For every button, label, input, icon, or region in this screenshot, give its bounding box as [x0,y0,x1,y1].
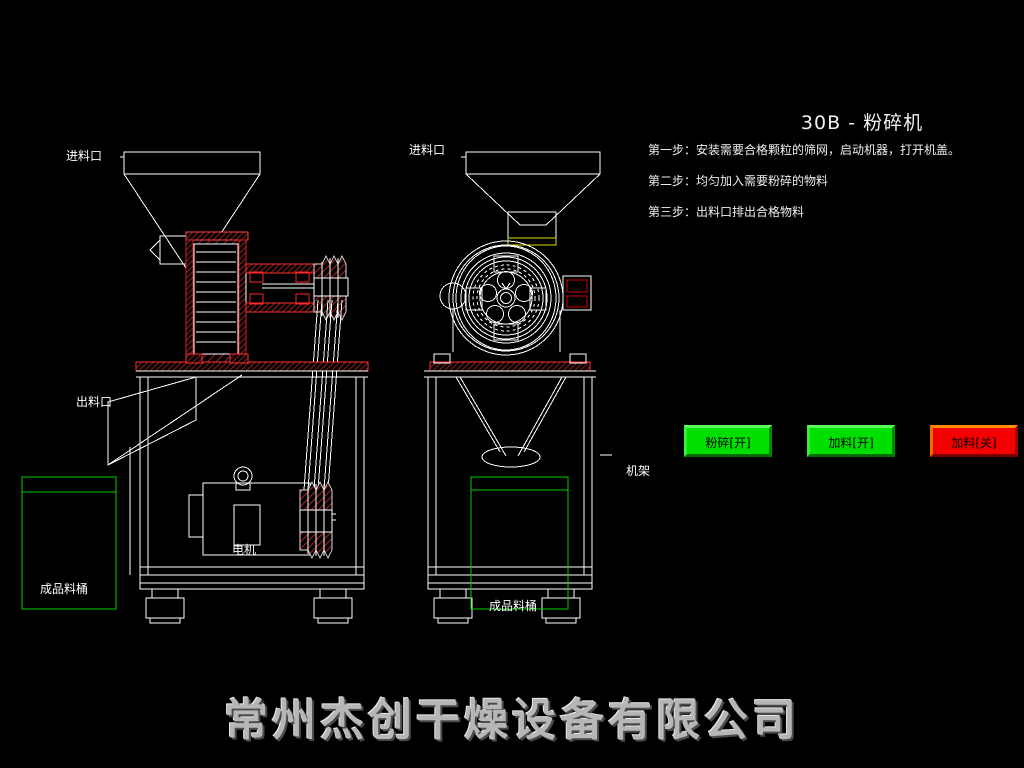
company-watermark: 常州杰创干燥设备有限公司 [224,695,800,746]
front-base-legs [427,574,593,624]
front-grinder-housing [439,240,564,356]
instruction-step-1: 第一步：安装需要合格颗粒的筛网，启动机器，打开机盖。 [648,143,961,157]
side-drive-belts [303,299,343,491]
page-title: 30B - 粉碎机 [800,112,924,134]
front-housing-supports [452,309,561,352]
side-grinding-chamber [185,231,249,363]
front-product-bucket [470,476,569,610]
side-motor-pulley [299,480,333,560]
side-discharge-outlet-label: 出料口 [76,395,113,409]
instruction-step-2: 第二步：均匀加入需要粉碎的物料 [648,174,829,188]
side-product-bucket-label: 成品料桶 [40,582,89,596]
feed-start-button[interactable]: 加料[开] [807,425,895,457]
front-discharge-cone [455,376,567,468]
side-bearing-housing [245,263,330,313]
side-deck-plate [135,353,369,378]
instruction-list: 第一步：安装需要合格颗粒的筛网，启动机器，打开机盖。 第二步：均匀加入需要粉碎的… [648,143,1024,236]
front-feed-hopper [465,151,601,246]
leader-lines [120,156,612,456]
side-base-legs [139,574,365,624]
grind-start-button[interactable]: 粉碎[开] [684,425,772,457]
side-feed-inlet-label: 进料口 [66,149,103,163]
front-terminal-box [562,275,592,311]
front-product-bucket-label: 成品料桶 [489,599,538,613]
side-product-bucket [21,476,117,610]
side-discharge-chute [107,374,243,575]
instruction-step-3: 第三步：出料口排出合格物料 [648,205,805,219]
feed-stop-button[interactable]: 加料[关] [930,425,1018,457]
front-feed-inlet-label: 进料口 [409,143,446,157]
front-cabinet [427,376,593,576]
motor-label: 电机 [232,543,257,557]
control-button-bar: 粉碎[开] 加料[开] 加料[关] [684,425,1024,459]
frame-label: 机架 [626,464,651,478]
front-deck-plate [424,353,596,378]
